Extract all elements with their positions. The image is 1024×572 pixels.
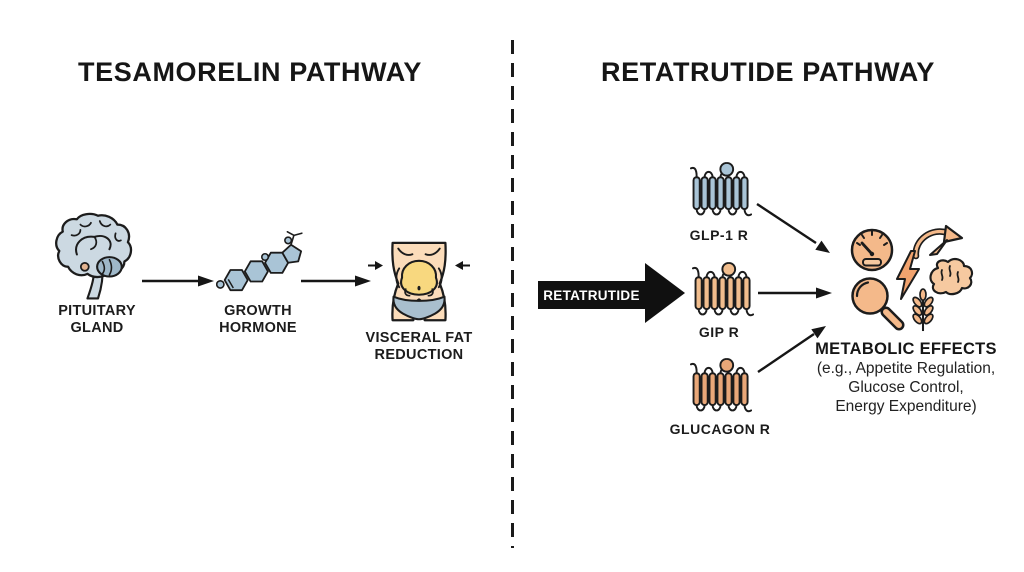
receptor-label-glp1: GLP-1 R (689, 227, 749, 243)
retatrutide-drug-arrow-head (645, 263, 685, 323)
metabolic-effects-block: METABOLIC EFFECTS (e.g., Appetite Regula… (789, 340, 1023, 417)
brain-icon (929, 257, 974, 296)
retatrutide-drug-arrow: RETATRUTIDE (538, 281, 645, 309)
receptor-label-glucagon: GLUCAGON R (669, 421, 771, 437)
arrow-hormone-to-fat (301, 275, 371, 287)
step-label-growth-hormone: GROWTH HORMONE (219, 303, 297, 337)
metabolic-effects-line-1: (e.g., Appetite Regulation, (816, 360, 996, 377)
glp1-receptor-icon (690, 162, 752, 219)
metabolic-effects-heading: METABOLIC EFFECTS (815, 340, 997, 358)
arrow-glp1-to-effects (756, 202, 830, 253)
metabolic-effects-line-2: Glucose Control, (848, 379, 964, 397)
receptor-label-gip: GIP R (698, 324, 740, 340)
retatrutide-pathway-title: RETATRUTIDE PATHWAY (601, 57, 935, 87)
gauge-icon (850, 228, 894, 272)
glucagon-receptor-icon (690, 358, 752, 415)
squeeze-arrow-left-icon (368, 261, 383, 270)
lightning-icon (896, 250, 920, 300)
gip-receptor-icon (692, 262, 754, 319)
brain-pituitary-icon (55, 212, 133, 300)
step-label-visceral-fat-reduction: VISCERAL FAT REDUCTION (365, 330, 473, 364)
arrow-pituitary-to-hormone (142, 275, 214, 287)
step-label-pituitary-gland: PITUITARY GLAND (58, 303, 136, 337)
hormone-molecule-icon (216, 231, 303, 292)
arrow-glucagon-to-effects (757, 326, 826, 373)
belly-fat-reduction-icon (391, 241, 447, 322)
magnifier-icon (851, 277, 905, 331)
tesamorelin-pathway-title: TESAMORELIN PATHWAY (78, 57, 422, 87)
wheat-icon (912, 288, 934, 332)
speed-arc-arrow-icon (912, 224, 964, 260)
arrow-gip-to-effects (758, 287, 832, 299)
metabolic-effects-line-3: Energy Expenditure) (835, 398, 977, 416)
squeeze-arrow-right-icon (455, 261, 470, 270)
retatrutide-drug-arrow-label: RETATRUTIDE (543, 287, 640, 303)
divider-dashed-line (511, 40, 514, 548)
